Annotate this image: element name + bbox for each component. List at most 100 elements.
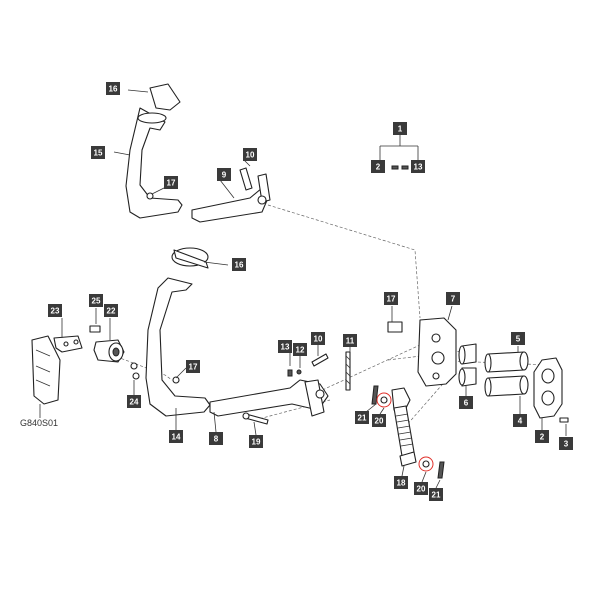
callout-21-lower: 21 bbox=[429, 488, 443, 501]
callout-22: 22 bbox=[104, 304, 118, 317]
svg-text:2: 2 bbox=[540, 433, 545, 442]
callout-5: 5 bbox=[511, 332, 525, 345]
svg-text:19: 19 bbox=[252, 438, 261, 447]
bolt-25 bbox=[89, 325, 101, 333]
svg-text:22: 22 bbox=[107, 307, 116, 316]
screw-24b bbox=[132, 372, 140, 380]
svg-text:12: 12 bbox=[296, 346, 305, 355]
callout-17-lower: 17 bbox=[186, 360, 200, 373]
callout-2-upper: 2 bbox=[371, 160, 385, 173]
callout-18: 18 bbox=[394, 476, 408, 489]
svg-text:9: 9 bbox=[222, 171, 227, 180]
svg-text:23: 23 bbox=[51, 307, 60, 316]
svg-text:2: 2 bbox=[376, 163, 381, 172]
left-bracket-group bbox=[31, 308, 140, 418]
bellows-18 bbox=[393, 405, 415, 457]
right-assembly bbox=[387, 305, 569, 436]
svg-text:21: 21 bbox=[358, 414, 367, 423]
callout-17-upper: 17 bbox=[164, 176, 178, 189]
pedal-pad-upper bbox=[149, 83, 181, 111]
callout-19: 19 bbox=[249, 435, 263, 448]
svg-text:6: 6 bbox=[464, 399, 469, 408]
svg-text:10: 10 bbox=[246, 151, 255, 160]
svg-text:20: 20 bbox=[375, 417, 384, 426]
svg-text:3: 3 bbox=[564, 440, 569, 449]
lever-8-arm bbox=[304, 379, 325, 417]
svg-text:13: 13 bbox=[281, 343, 290, 352]
pin-10-lower bbox=[311, 353, 329, 367]
callout-12: 12 bbox=[293, 343, 307, 356]
callout-11: 11 bbox=[343, 334, 357, 347]
callout-3: 3 bbox=[559, 437, 573, 450]
pin-13-lower bbox=[287, 369, 293, 377]
svg-text:5: 5 bbox=[516, 335, 521, 344]
pin-21-lower bbox=[437, 461, 445, 479]
lever-9 bbox=[191, 187, 269, 223]
bushing-set bbox=[458, 343, 529, 397]
callout-7: 7 bbox=[446, 292, 460, 305]
pedal-plate-upper bbox=[137, 112, 167, 124]
callout-21-upper: 21 bbox=[355, 411, 369, 424]
svg-text:21: 21 bbox=[432, 491, 441, 500]
small-part-a bbox=[391, 165, 399, 170]
small-part-b bbox=[401, 165, 409, 170]
svg-text:14: 14 bbox=[172, 433, 181, 442]
callout-16-upper: 16 bbox=[106, 82, 120, 95]
svg-text:13: 13 bbox=[414, 163, 423, 172]
callout-8: 8 bbox=[209, 432, 223, 445]
bolt-17 bbox=[387, 321, 403, 333]
callouts: 16 15 17 10 9 1 2 13 16 17 7 23 25 22 24… bbox=[48, 82, 573, 501]
figure-code: G840S01 bbox=[20, 418, 58, 428]
callout-15: 15 bbox=[91, 146, 105, 159]
svg-text:17: 17 bbox=[387, 295, 396, 304]
pedal-plate-lower bbox=[173, 249, 209, 269]
callout-23: 23 bbox=[48, 304, 62, 317]
svg-text:25: 25 bbox=[92, 297, 101, 306]
cylinder-group bbox=[365, 385, 445, 489]
callout-24: 24 bbox=[127, 395, 141, 408]
pivot-hole-upper bbox=[146, 192, 154, 200]
svg-text:4: 4 bbox=[518, 417, 523, 426]
callout-13-upper: 13 bbox=[411, 160, 425, 173]
highlight-20-upper bbox=[376, 392, 392, 408]
lower-pedal-assembly bbox=[145, 247, 351, 436]
pedal-arm-lower bbox=[145, 277, 211, 417]
svg-text:17: 17 bbox=[189, 363, 198, 372]
screw-24a bbox=[130, 362, 138, 370]
svg-text:8: 8 bbox=[214, 435, 219, 444]
callout-14: 14 bbox=[169, 430, 183, 443]
screw-3 bbox=[559, 417, 569, 423]
pivot-hole-lower bbox=[172, 376, 180, 384]
svg-text:10: 10 bbox=[314, 335, 323, 344]
callout-25: 25 bbox=[89, 294, 103, 307]
callout-2-lower: 2 bbox=[535, 430, 549, 443]
set-1-bracket bbox=[379, 135, 419, 170]
svg-text:1: 1 bbox=[398, 125, 403, 134]
highlight-20-lower bbox=[418, 456, 434, 472]
upper-pedal-assembly bbox=[113, 83, 271, 223]
callout-4: 4 bbox=[513, 414, 527, 427]
housing-2 bbox=[533, 357, 563, 419]
callout-17-right: 17 bbox=[384, 292, 398, 305]
callout-1: 1 bbox=[393, 122, 407, 135]
lever-8-boss bbox=[315, 389, 325, 399]
callout-9: 9 bbox=[217, 168, 231, 181]
lever-9-boss bbox=[257, 195, 267, 205]
svg-text:24: 24 bbox=[130, 398, 139, 407]
callout-20-lower: 20 bbox=[414, 482, 428, 495]
svg-text:11: 11 bbox=[346, 337, 355, 346]
svg-text:7: 7 bbox=[451, 295, 456, 304]
callout-6: 6 bbox=[459, 396, 473, 409]
callout-13-lower: 13 bbox=[278, 340, 292, 353]
callout-10-lower: 10 bbox=[311, 332, 325, 345]
callout-10-upper: 10 bbox=[243, 148, 257, 161]
callout-16-lower: 16 bbox=[232, 258, 246, 271]
svg-text:16: 16 bbox=[235, 261, 244, 270]
pedal-arm-upper bbox=[125, 107, 183, 219]
lever-9-arm bbox=[257, 173, 271, 203]
washer-12 bbox=[296, 369, 302, 375]
svg-text:17: 17 bbox=[167, 179, 176, 188]
svg-text:20: 20 bbox=[417, 485, 426, 494]
